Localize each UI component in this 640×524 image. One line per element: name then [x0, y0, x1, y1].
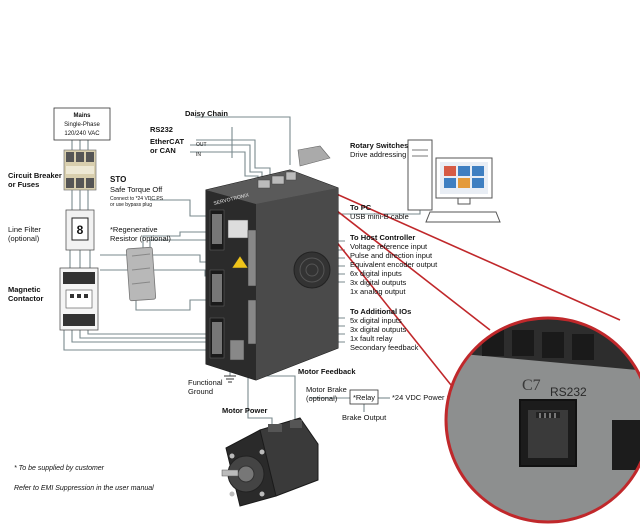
magnetic-contactor-label-2: Contactor [8, 294, 43, 303]
brake-output-label: Brake Output [342, 413, 387, 422]
line-filter-label-1: Line Filter [8, 225, 41, 234]
regen-resistor-device [125, 246, 157, 302]
regen-label-1: *Regenerative [110, 225, 158, 234]
host-item: 1x analog output [350, 287, 406, 296]
circuit-breaker-device [63, 149, 97, 191]
in-label: IN [196, 152, 201, 158]
functional-ground-label-2: Ground [188, 387, 213, 396]
sto-note-2: or use bypass plug [110, 202, 152, 208]
svg-text:8: 8 [77, 223, 84, 237]
sto-note-1: Connect to *24 VDC PS [110, 196, 164, 202]
host-item: 6x digital inputs [350, 269, 402, 278]
regen-label-2: Resistor (optional) [110, 234, 171, 243]
rotary-desc: Drive addressing [350, 150, 406, 159]
pc-icon [407, 139, 501, 223]
zoom-c7-label: C7 [522, 377, 541, 394]
motor-icon [221, 417, 319, 507]
functional-ground-label-1: Functional [188, 378, 223, 387]
magnetic-contactor-label-1: Magnetic [8, 285, 41, 294]
line-filter-label-2: (optional) [8, 234, 40, 243]
mains-line2: 120/240 VAC [64, 131, 100, 137]
out-label: OUT [196, 142, 207, 148]
host-item: Voltage reference input [350, 242, 428, 251]
circuit-breaker-label-2: or Fuses [8, 180, 39, 189]
add-io-item: 1x fault relay [350, 334, 393, 343]
zoom-rs232-label: RS232 [550, 385, 587, 399]
relay-box [349, 389, 379, 405]
or-can-label: or CAN [150, 146, 176, 155]
rs232-zoom-callout: C7 RS232 [444, 316, 640, 524]
mains-title: Mains [73, 113, 91, 119]
circuit-breaker-label-1: Circuit Breaker [8, 171, 62, 180]
rotary-title: Rotary Switches [350, 141, 408, 150]
servo-drive [205, 145, 339, 381]
motor-power-label: Motor Power [222, 406, 267, 415]
magnetic-contactor-device [59, 267, 99, 331]
to-pc-desc: USB mini-B cable [350, 212, 409, 221]
footnote-emi: Refer to EMI Suppression in the user man… [14, 485, 154, 492]
sto-title: STO [110, 175, 126, 184]
add-io-item: Secondary feedback [350, 343, 419, 352]
daisy-chain-label: Daisy Chain [185, 109, 228, 118]
motor-feedback-label: Motor Feedback [298, 367, 356, 376]
mains-line1: Single-Phase [64, 122, 100, 128]
motor-brake-label-1: Motor Brake [306, 385, 347, 394]
add-io-item: 5x digital inputs [350, 316, 402, 325]
motor-brake-label-2: (optional) [306, 394, 338, 403]
line-filter-device: 8 [65, 209, 95, 251]
ethercat-label: EtherCAT [150, 137, 184, 146]
add-io-item: 3x digital outputs [350, 325, 407, 334]
power-supply-label: *24 VDC Power Supply [392, 393, 470, 402]
host-item: Pulse and direction input [350, 251, 433, 260]
host-item: 3x digital outputs [350, 278, 407, 287]
to-pc-title: To PC [350, 203, 372, 212]
relay-label: *Relay [353, 393, 375, 402]
ground-symbol [224, 375, 236, 383]
host-title: To Host Controller [350, 233, 415, 242]
footnote-customer: * To be supplied by customer [14, 465, 105, 472]
sto-desc: Safe Torque Off [110, 185, 163, 194]
rs232-label: RS232 [150, 125, 173, 134]
add-io-title: To Additional IOs [350, 307, 411, 316]
mains-box [53, 107, 111, 141]
host-item: Equivalent encoder output [350, 260, 438, 269]
